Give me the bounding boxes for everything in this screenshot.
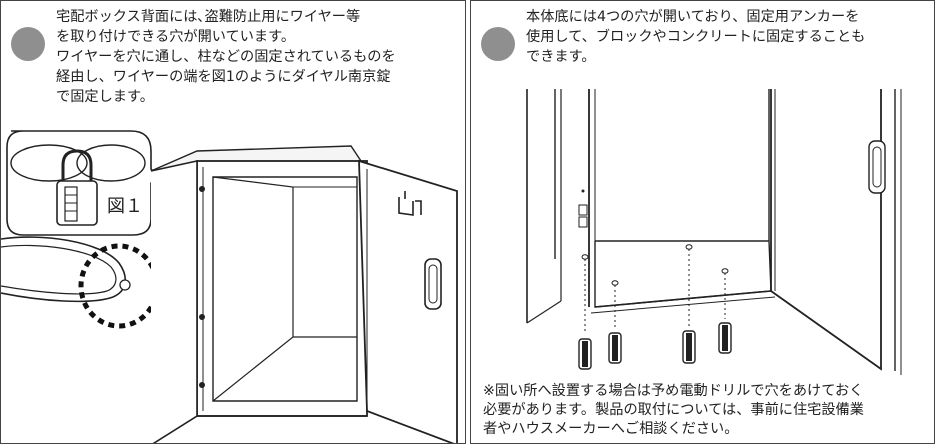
wire-lock-illustration: 図１ [1, 130, 458, 443]
wire-lock-panel: 宅配ボックス背面には､盗難防止用にワイヤー等 を取り付けできる穴が開いています。… [0, 0, 466, 444]
anchor-illustration [526, 89, 902, 375]
bullet-icon [481, 27, 515, 61]
caution-note: ※固い所へ設置する場合は予め電動ドリルで穴をあけておく 必要があります。製品の取… [483, 383, 864, 437]
anchor-panel: 本体底には4つの穴が開いており、固定用アンカーを 使用して、ブロックやコンクリー… [470, 0, 935, 444]
figure-1-label: 図１ [107, 196, 143, 217]
anchor-instructions-text: 本体底には4つの穴が開いており、固定用アンカーを 使用して、ブロックやコンクリー… [526, 9, 866, 65]
wire-instructions-text: 宅配ボックス背面には､盗難防止用にワイヤー等 を取り付けできる穴が開いています。… [56, 9, 396, 105]
bullet-icon [11, 27, 45, 61]
